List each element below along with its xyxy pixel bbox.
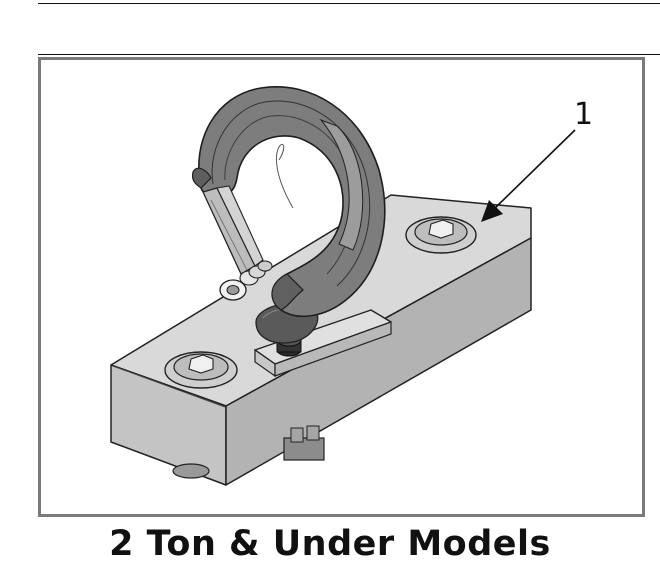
cap-screw-right (405, 216, 477, 254)
callout-number: 1 (574, 97, 593, 132)
latch-pivot (219, 260, 273, 301)
callout-leader (481, 129, 576, 222)
safety-latch (202, 185, 264, 275)
block-side-face (225, 237, 532, 486)
hook-block-illustration: 1 (110, 86, 593, 486)
figure-caption: 2 Ton & Under Models (109, 524, 551, 564)
figure-frame: 1 (38, 57, 645, 517)
top-rule (38, 3, 660, 4)
hook-body (191, 86, 386, 318)
underside-hardware (172, 425, 325, 479)
cap-screw-left (164, 351, 238, 389)
section-rule (38, 54, 660, 55)
